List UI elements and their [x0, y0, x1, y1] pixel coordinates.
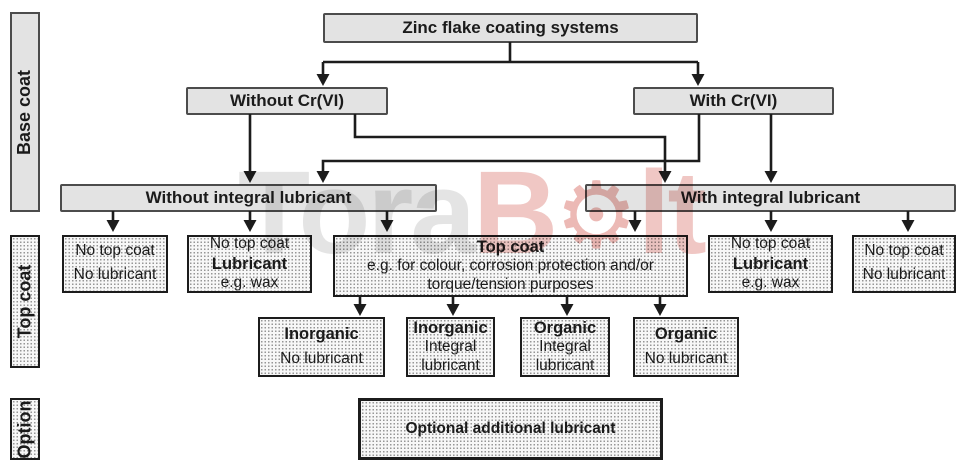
- node-without-crvi: Without Cr(VI): [186, 87, 388, 115]
- node-without-integral-lubricant: Without integral lubricant: [60, 184, 437, 212]
- node-with-integral-lubricant: With integral lubricant: [585, 184, 956, 212]
- node-line: No top coat: [730, 235, 811, 253]
- row-label-top-coat-text: Top coat: [14, 264, 35, 339]
- node-title: Organic: [533, 319, 597, 338]
- node-line: e.g. wax: [741, 274, 800, 292]
- node-line: No lubricant: [862, 266, 946, 284]
- node-title: Inorganic: [413, 319, 488, 338]
- node-zinc-flake-coating-systems: Zinc flake coating systems: [323, 13, 698, 43]
- row-label-option: Option: [10, 398, 40, 460]
- node-line: Integral: [539, 338, 591, 356]
- node-line: No top coat: [864, 242, 944, 259]
- node-line: No lubricant: [73, 266, 157, 284]
- row-label-base-coat: Base coat: [10, 12, 40, 212]
- node-title: Top coat: [476, 238, 545, 257]
- node-organic-integral-lubricant: Organic Integral lubricant: [520, 317, 610, 377]
- node-with-crvi: With Cr(VI): [633, 87, 834, 115]
- node-top-coat: Top coat e.g. for colour, corrosion prot…: [333, 235, 688, 297]
- node-line: e.g. for colour, corrosion protection an…: [367, 257, 654, 275]
- node-line: Integral: [424, 338, 477, 356]
- node-line: Lubricant: [732, 254, 809, 273]
- node-optional-additional-lubricant: Optional additional lubricant: [358, 398, 663, 460]
- node-line: torque/tension purposes: [427, 276, 594, 294]
- node-inorganic-integral-lubricant: Inorganic Integral lubricant: [406, 317, 495, 377]
- node-line: lubricant: [535, 357, 595, 375]
- row-label-top-coat: Top coat: [10, 235, 40, 368]
- node-title: Inorganic: [284, 325, 359, 343]
- row-label-base-coat-text: Base coat: [14, 69, 35, 155]
- node-line: No lubricant: [280, 350, 363, 368]
- node-organic-no-lubricant: Organic No lubricant: [633, 317, 739, 377]
- node-no-topcoat-lubricant-left: No top coat Lubricant e.g. wax: [187, 235, 312, 293]
- node-line: No lubricant: [644, 350, 728, 368]
- node-line: Lubricant: [211, 254, 288, 273]
- node-no-topcoat-no-lubricant-left: No top coat No lubricant: [62, 235, 168, 293]
- node-no-topcoat-no-lubricant-right: No top coat No lubricant: [852, 235, 956, 293]
- node-title: Organic: [654, 325, 718, 343]
- node-no-topcoat-lubricant-right: No top coat Lubricant e.g. wax: [708, 235, 833, 293]
- node-inorganic-no-lubricant: Inorganic No lubricant: [258, 317, 385, 377]
- node-line: lubricant: [421, 357, 480, 375]
- node-line: No top coat: [75, 242, 155, 259]
- row-label-option-text: Option: [14, 400, 35, 458]
- node-line: e.g. wax: [220, 274, 279, 292]
- node-line: No top coat: [209, 235, 290, 253]
